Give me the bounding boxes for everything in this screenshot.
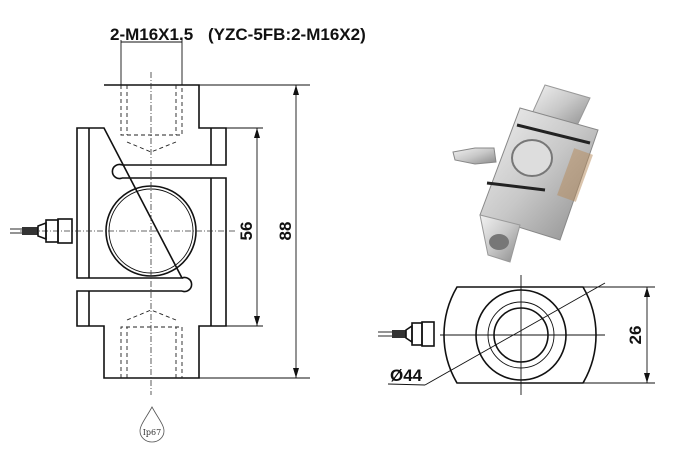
product-photo: [452, 84, 599, 263]
dim-56: 56: [237, 222, 256, 241]
thread-label: 2-M16X1.5: [110, 25, 193, 44]
dim-26: 26: [626, 326, 645, 345]
cable-connector-icon: [378, 321, 435, 347]
variant-note: (YZC-5FB:2-M16X2): [208, 25, 366, 44]
cable-connector-icon: [10, 218, 73, 244]
front-view: 56 88: [10, 40, 310, 395]
top-view: 26 Ø44: [378, 275, 655, 395]
dim-diameter-44: Ø44: [390, 366, 423, 385]
ip67-droplet-icon: Ip67: [139, 406, 165, 443]
dim-88: 88: [276, 222, 295, 241]
ip-rating: Ip67: [143, 428, 161, 437]
